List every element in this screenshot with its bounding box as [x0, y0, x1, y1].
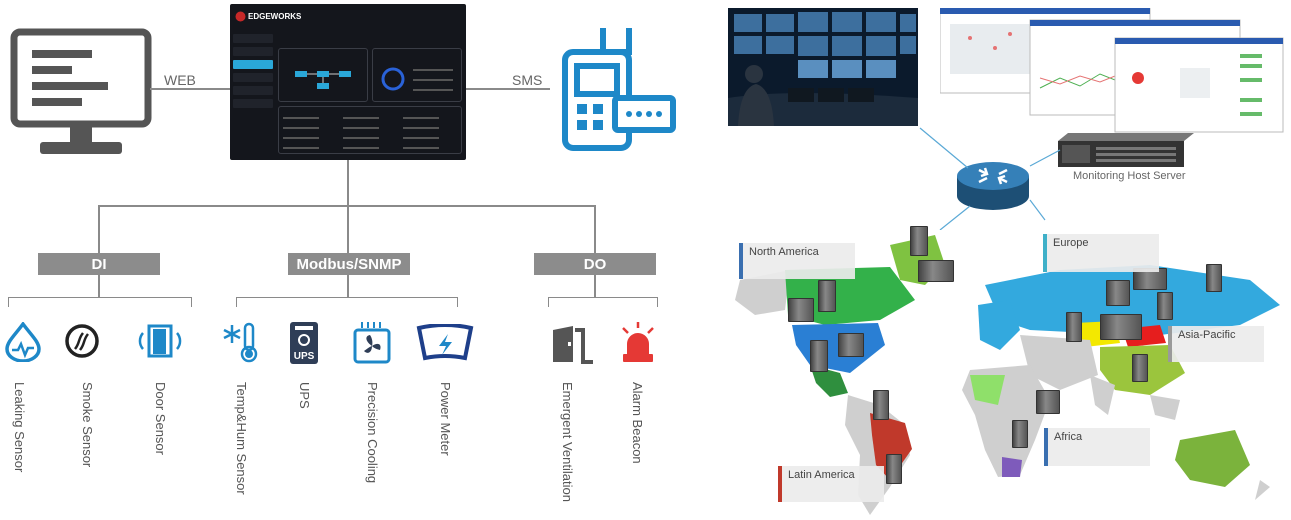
region-africa: Africa	[1044, 428, 1150, 466]
map-server-europe	[1066, 312, 1082, 342]
map-server-latam-2	[886, 454, 902, 484]
group-di: DI	[38, 253, 160, 275]
control-room-photo	[728, 8, 918, 126]
map-server-usa	[810, 340, 828, 372]
dashboard-sidebar	[233, 34, 273, 112]
monitoring-host-label: Monitoring Host Server	[1073, 170, 1186, 182]
map-server-canada-2	[788, 298, 814, 322]
map-server-latam	[873, 390, 889, 420]
map-server-europe-2	[1106, 280, 1130, 306]
region-latin-america-label: Latin America	[788, 469, 855, 481]
router-icon	[957, 162, 1029, 210]
dashboard-screenshot: EDGEWORKS	[230, 4, 466, 160]
fan-icon	[353, 322, 391, 364]
map-server-africa-2	[1012, 420, 1028, 448]
dashboard-brand: EDGEWORKS	[248, 12, 302, 21]
ups-status-panel	[372, 48, 462, 102]
web-link-label: WEB	[164, 72, 196, 88]
map-server-greenland	[918, 260, 954, 282]
region-africa-label: Africa	[1054, 431, 1083, 443]
door-sensor-icon	[138, 324, 182, 358]
group-do: DO	[534, 253, 656, 275]
logo-icon	[235, 11, 246, 22]
device-label-ups: UPS	[297, 382, 312, 409]
ups-flow-panel	[278, 48, 368, 102]
map-server-asia-2	[1132, 354, 1148, 382]
map-server-north-america	[910, 226, 928, 256]
smoke-sensor-icon	[65, 324, 99, 358]
device-label-leaking: Leaking Sensor	[12, 382, 27, 473]
ups-data-panel	[278, 106, 462, 154]
device-label-power: Power Meter	[438, 382, 453, 456]
region-north-america-label: North America	[749, 246, 819, 258]
power-meter-icon	[416, 324, 474, 361]
region-asia-pacific-label: Asia-Pacific	[1178, 329, 1236, 341]
group-modbus-snmp: Modbus/SNMP	[288, 253, 410, 275]
device-label-beacon: Alarm Beacon	[630, 382, 645, 464]
region-north-america: North America	[739, 243, 855, 279]
device-label-door: Door Sensor	[153, 382, 168, 455]
ups-icon: UPS	[290, 322, 318, 364]
region-asia-pacific: Asia-Pacific	[1168, 326, 1264, 362]
water-drop-icon	[5, 322, 41, 362]
svg-text:UPS: UPS	[294, 351, 315, 362]
region-latin-america: Latin America	[778, 466, 884, 502]
region-europe-label: Europe	[1053, 237, 1089, 249]
map-server-china	[1100, 314, 1142, 340]
monitoring-ui-screens	[940, 8, 1284, 133]
map-server-usa-2	[838, 333, 864, 357]
device-label-ventilation: Emergent Ventilation	[560, 382, 575, 502]
group-do-label: DO	[583, 255, 607, 273]
group-modbus-label: Modbus/SNMP	[296, 255, 402, 273]
web-monitor-icon	[10, 28, 152, 154]
network-links	[919, 127, 1061, 230]
map-server-africa	[1036, 390, 1060, 414]
device-label-smoke: Smoke Sensor	[80, 382, 95, 468]
sms-link-label: SMS	[512, 72, 543, 88]
sms-phone-icon	[562, 28, 676, 151]
door-exit-icon	[553, 326, 593, 364]
map-server-asia	[1206, 264, 1222, 292]
thermometer-snowflake-icon	[223, 322, 258, 363]
group-di-label: DI	[91, 255, 107, 273]
alarm-beacon-icon	[622, 322, 654, 362]
map-server-canada	[818, 280, 836, 312]
map-server-russia-2	[1157, 292, 1173, 320]
region-europe: Europe	[1043, 234, 1159, 272]
device-label-cooling: Precision Cooling	[365, 382, 380, 484]
rack-server-icon	[1058, 133, 1194, 167]
device-label-temphum: Temp&Hum Sensor	[234, 382, 249, 495]
